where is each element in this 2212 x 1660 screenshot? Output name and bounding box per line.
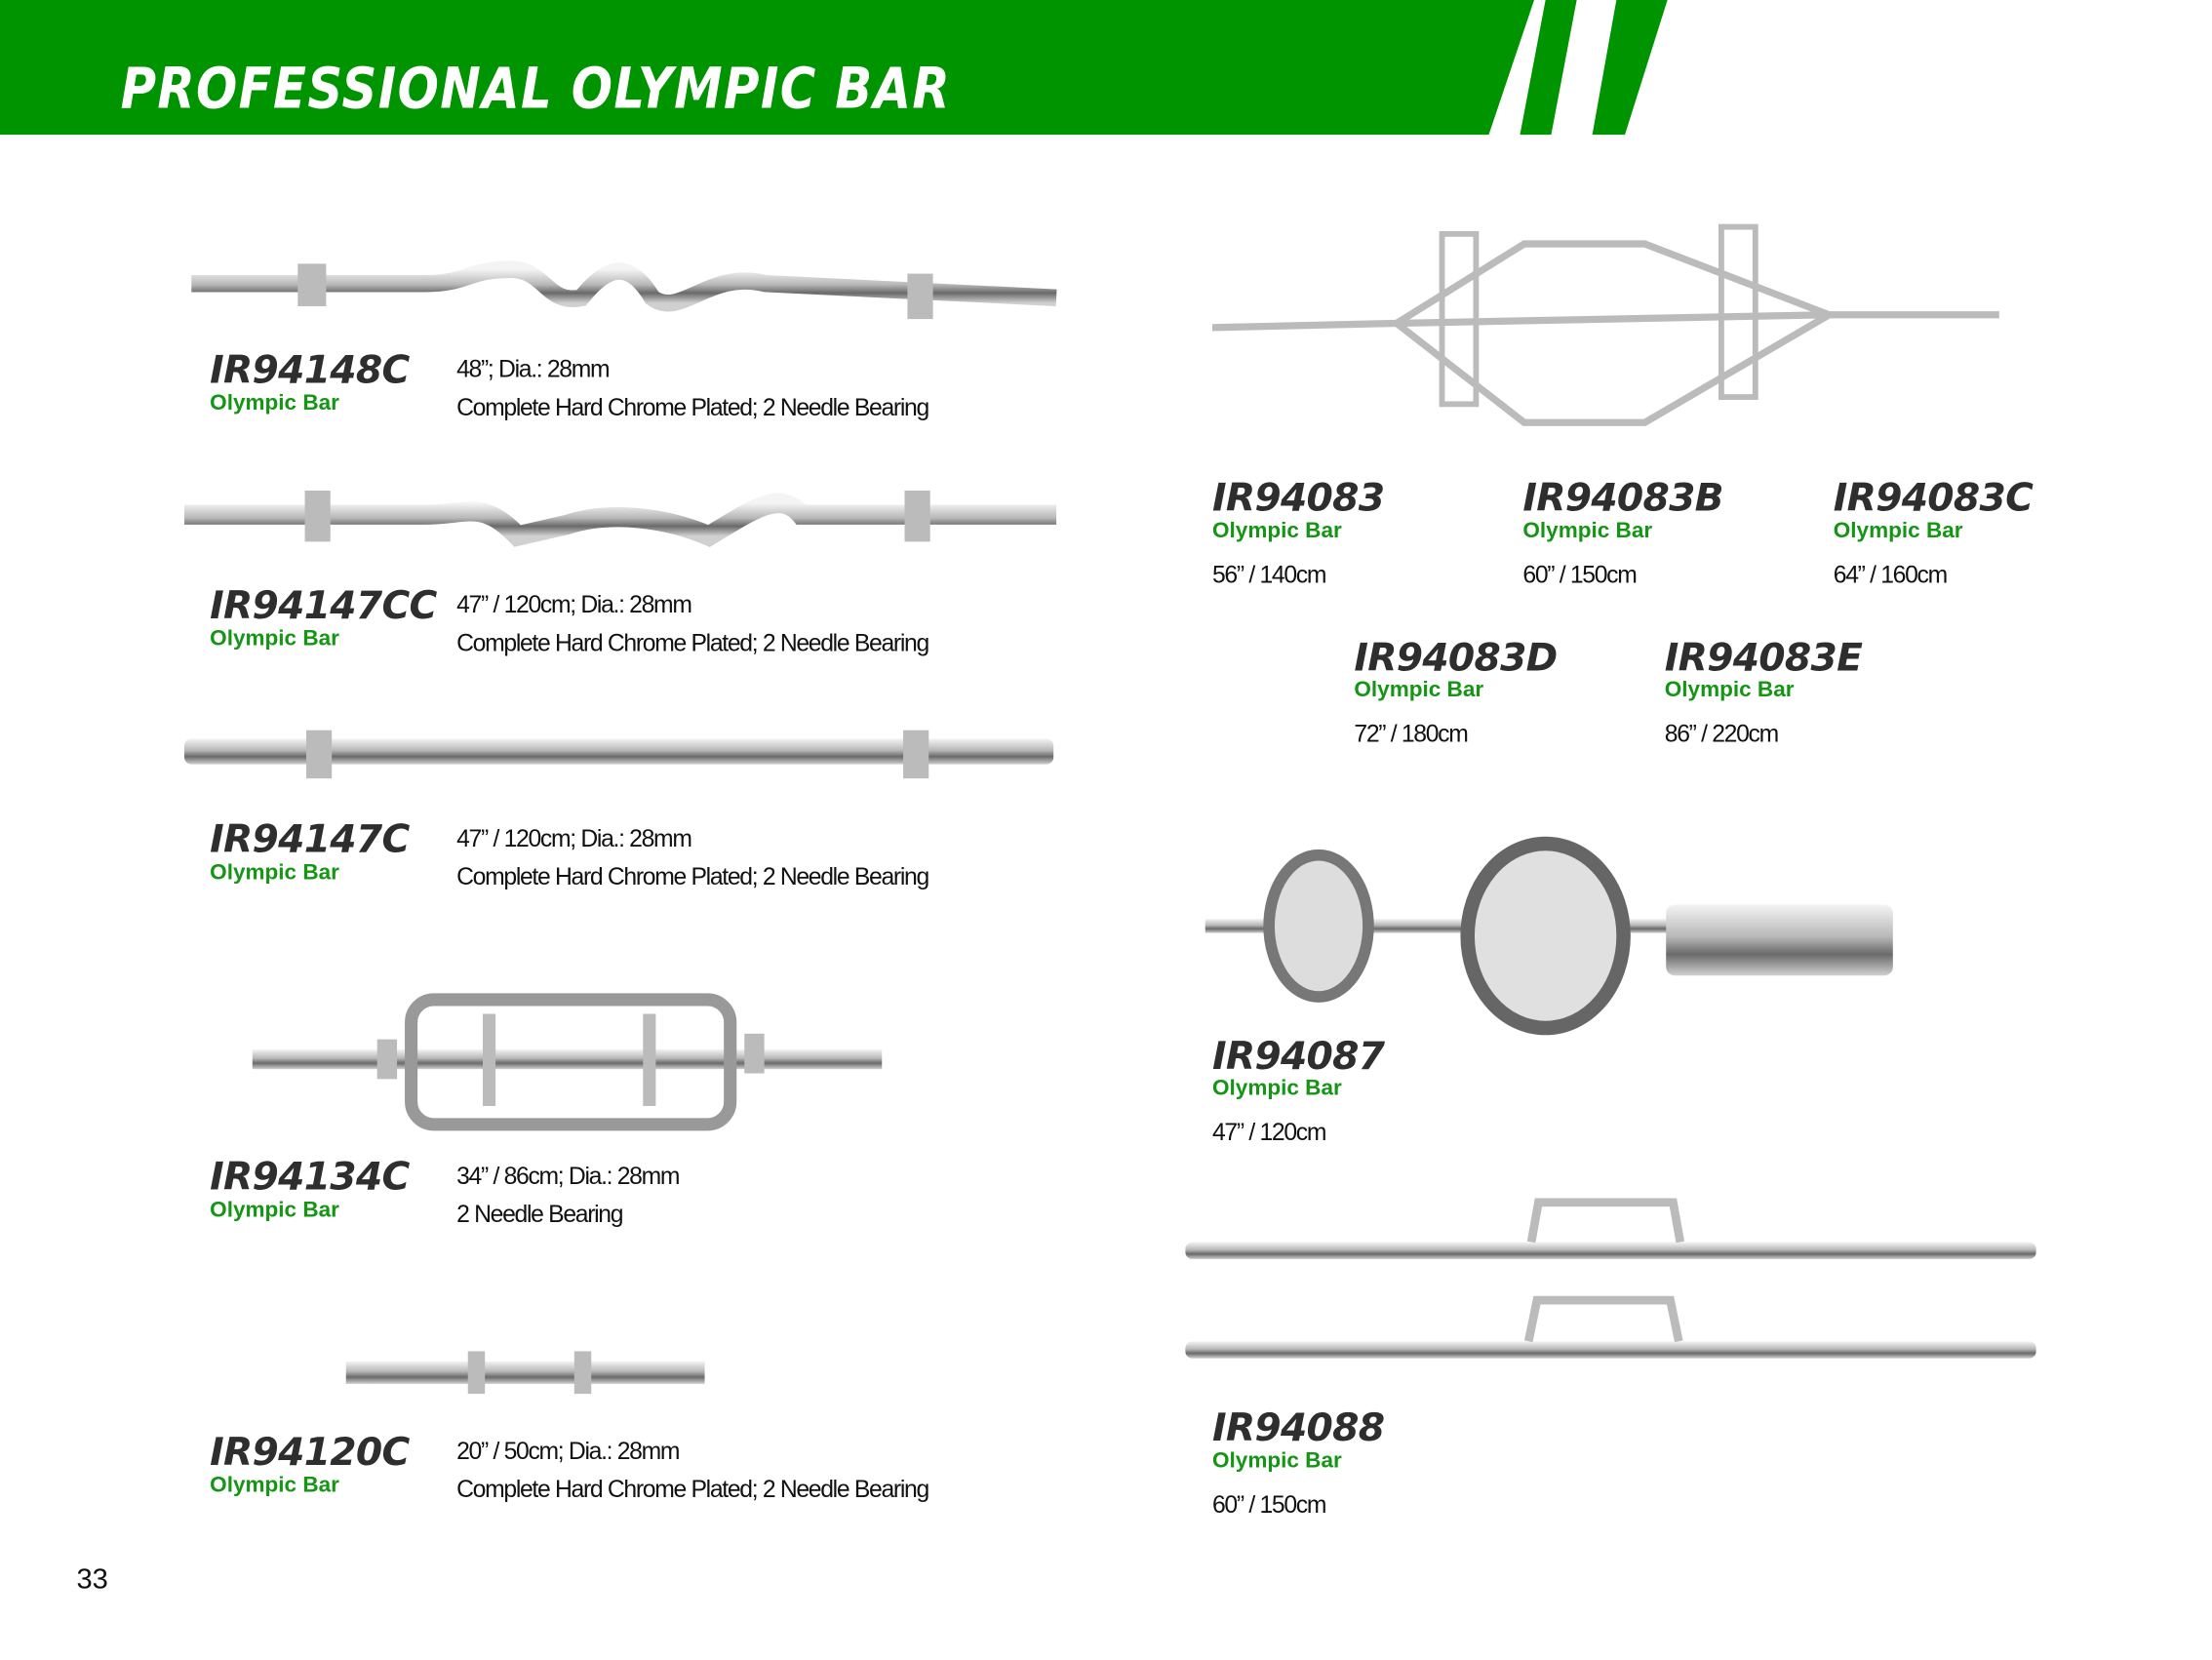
header-banner xyxy=(0,0,1668,136)
product-spec: 48”; Dia.: 28mm xyxy=(456,355,611,383)
product-code: IR94083D xyxy=(1354,636,1558,681)
product-spec: Complete Hard Chrome Plated; 2 Needle Be… xyxy=(456,629,929,657)
product-code: IR94083 xyxy=(1211,476,1385,521)
dumbbell-handle-image xyxy=(345,1351,705,1395)
product-spec: 20” / 50cm; Dia.: 28mm xyxy=(456,1438,680,1465)
super-curl-bar-image xyxy=(183,491,1057,547)
product-code: IR94134C xyxy=(210,1155,410,1200)
product-spec: 64” / 160cm xyxy=(1833,561,1948,589)
product-type: Olympic Bar xyxy=(1354,677,1484,702)
product-type: Olympic Bar xyxy=(1211,1448,1342,1474)
product-spec: 56” / 140cm xyxy=(1211,561,1326,589)
product-type: Olympic Bar xyxy=(210,1473,339,1498)
page-number: 33 xyxy=(76,1563,108,1596)
product-type: Olympic Bar xyxy=(1211,1076,1342,1101)
triceps-bar-image xyxy=(252,993,883,1131)
product-code: IR94148C xyxy=(210,348,410,393)
product-spec: Complete Hard Chrome Plated; 2 Needle Be… xyxy=(456,394,929,421)
hex-trap-bar-image xyxy=(1211,223,1999,426)
product-spec: 72” / 180cm xyxy=(1354,720,1468,748)
product-code: IR94147C xyxy=(210,817,410,862)
product-type: Olympic Bar xyxy=(210,1198,339,1223)
product-spec: 47” / 120cm; Dia.: 28mm xyxy=(456,591,692,618)
product-spec: 47” / 120cm xyxy=(1211,1119,1326,1146)
product-type: Olympic Bar xyxy=(1833,519,1963,543)
product-spec: 60” / 150cm xyxy=(1522,561,1637,589)
product-code: IR94087 xyxy=(1211,1035,1385,1080)
straight-curl-bar-image xyxy=(183,730,1054,779)
product-code: IR94083B xyxy=(1522,476,1723,521)
product-type: Olympic Bar xyxy=(1664,677,1795,702)
product-code: IR94083E xyxy=(1664,636,1863,681)
product-spec: 34” / 86cm; Dia.: 28mm xyxy=(456,1163,680,1190)
shrug-bar-image xyxy=(1185,1198,2036,1359)
page-title: PROFESSIONAL OLYMPIC BAR xyxy=(120,57,951,123)
product-spec: Complete Hard Chrome Plated; 2 Needle Be… xyxy=(456,863,929,890)
product-spec: 2 Needle Bearing xyxy=(456,1201,623,1228)
product-type: Olympic Bar xyxy=(1522,519,1653,543)
product-type: Olympic Bar xyxy=(210,391,339,415)
product-code: IR94147CC xyxy=(210,583,437,629)
ez-curl-bar-image xyxy=(191,260,1057,320)
product-code: IR94120C xyxy=(210,1430,410,1475)
product-spec: 86” / 220cm xyxy=(1664,720,1779,748)
product-code: IR94088 xyxy=(1211,1406,1385,1451)
product-code: IR94083C xyxy=(1833,476,2034,521)
product-type: Olympic Bar xyxy=(1211,519,1342,543)
rotating-handle-bar-image xyxy=(1205,836,1893,1036)
product-type: Olympic Bar xyxy=(210,860,339,886)
product-spec: Complete Hard Chrome Plated; 2 Needle Be… xyxy=(456,1476,929,1504)
product-type: Olympic Bar xyxy=(210,626,339,652)
product-spec: 60” / 150cm xyxy=(1211,1491,1326,1520)
product-spec: 47” / 120cm; Dia.: 28mm xyxy=(456,825,692,852)
